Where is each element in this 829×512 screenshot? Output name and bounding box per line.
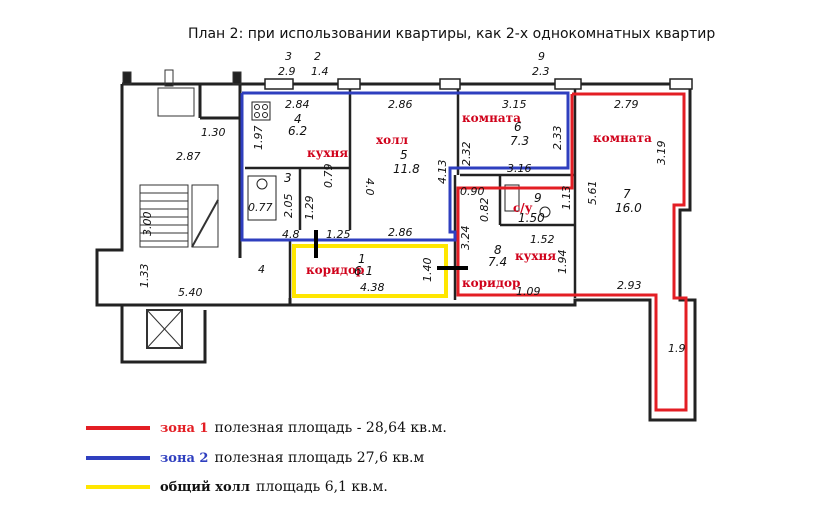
bath2-079: 0.79: [322, 164, 335, 189]
wall-right-main: [288, 84, 697, 422]
legend-zone1-name: зона 1: [160, 420, 209, 436]
left-133: 1.33: [138, 264, 151, 289]
dim-top-b-val: 1.4: [311, 65, 329, 78]
common-hall-outline: [292, 244, 448, 298]
hall2-bottom: 2.86: [388, 226, 413, 239]
label-kitchen2: кухня: [307, 146, 348, 160]
bath2-205: 2.05: [282, 194, 295, 219]
bath1-082: 0.82: [478, 198, 491, 223]
hall2-area: 11.8: [393, 162, 420, 176]
legend-common-name: общий холл: [160, 479, 250, 495]
bath1-113: 1.13: [560, 186, 573, 211]
hall2-232: 2.32: [460, 142, 473, 167]
legend-zone2-line: [86, 456, 150, 460]
room2-bottom: 3.16: [507, 162, 532, 175]
room1-side: 3.19: [655, 141, 668, 166]
legend-common: общий холл площадь 6,1 кв.м.: [86, 477, 388, 497]
balcony-19: 1.9: [668, 342, 686, 355]
staircase: [122, 69, 242, 349]
hall2-413: 4.13: [436, 160, 449, 185]
hall2-width: 2.86: [388, 98, 413, 111]
stair-300: 3.00: [141, 212, 154, 237]
legend-zone1-text: полезная площадь - 28,64 кв.м.: [214, 420, 447, 436]
bath2-48: 4.8: [282, 228, 300, 241]
bath1-090: 0.90: [460, 185, 485, 198]
label-room2: комната: [462, 111, 521, 125]
legend-common-line: [86, 485, 150, 489]
k2-number: 4: [294, 112, 302, 126]
legend-zone2-name: зона 2: [160, 450, 209, 466]
windows: [264, 78, 693, 90]
wall-stair-outer: [95, 84, 207, 364]
room2-area: 7.3: [510, 134, 529, 148]
dim-top-a-val: 2.9: [278, 65, 296, 78]
legend-zone2-text: полезная площадь 27,6 кв.м: [214, 450, 425, 466]
legend-zone2: зона 2 полезная площадь 27,6 кв.м: [86, 448, 424, 468]
dim-top-c-num: 9: [538, 50, 545, 63]
zone2-outline: [240, 91, 570, 242]
hall2-number: 5: [400, 148, 408, 162]
label-kitchen1: кухня: [515, 249, 556, 263]
room2-number: 6: [514, 120, 522, 134]
k2-side: 1.97: [252, 126, 265, 151]
label-hall2: холл: [376, 133, 409, 147]
room2-side: 2.33: [551, 126, 564, 151]
zone1-outline: [456, 92, 688, 412]
stair-flight-2: [191, 184, 219, 248]
dim-top-a-num: 3: [285, 50, 292, 63]
legend-common-text: площадь 6,1 кв.м.: [255, 479, 388, 495]
room1-number: 7: [623, 187, 631, 201]
room1-width: 2.79: [614, 98, 639, 111]
stair-130: 1.30: [201, 126, 226, 139]
legend-zone1-line: [86, 426, 150, 430]
k1-194: 1.94: [556, 250, 569, 275]
stair-287: 2.87: [176, 150, 201, 163]
k1-293: 2.93: [617, 279, 642, 292]
bath2-125: 1.25: [326, 228, 351, 241]
bath2-077: 0.77: [248, 201, 273, 214]
bath2-129: 1.29: [303, 196, 316, 221]
bath2-number: 3: [284, 171, 292, 185]
bath1-fan-icon: [539, 206, 551, 218]
left-4: 4: [258, 263, 265, 276]
k1-152: 1.52: [530, 233, 555, 246]
k2-width: 2.84: [285, 98, 310, 111]
k2-area: 6.2: [288, 124, 307, 138]
label-corridor-common: коридор: [306, 263, 364, 277]
fixtures: [247, 101, 551, 221]
elevator-shaft: [146, 309, 183, 349]
room1-area: 16.0: [615, 201, 642, 215]
k1-324: 3.24: [459, 226, 472, 251]
plan-title: План 2: при использовании квартиры, как …: [188, 26, 716, 42]
k1-109: 1.09: [516, 285, 541, 298]
bath1-150: 1.50: [518, 211, 545, 225]
k1-number: 8: [494, 243, 502, 257]
room2-width: 3.15: [502, 98, 527, 111]
left-540: 5.40: [178, 286, 203, 299]
dim-top-c-val: 2.3: [532, 65, 550, 78]
hallc-number: 1: [358, 252, 366, 266]
hallc-area: 6.1: [354, 264, 373, 278]
bath-fan-icon: [256, 178, 268, 190]
bath1-number: 9: [534, 191, 542, 205]
k1-area: 7.4: [488, 255, 507, 269]
hallc-side: 1.40: [421, 258, 434, 283]
label-corridor1: коридор: [462, 276, 520, 290]
label-bath1: с/у: [513, 201, 533, 215]
room1-561: 5.61: [586, 181, 599, 206]
legend-zone1: зона 1 полезная площадь - 28,64 кв.м.: [86, 418, 447, 438]
hallc-width: 4.38: [360, 281, 385, 294]
hall2-side: 4.0: [363, 178, 376, 196]
label-room1: комната: [593, 131, 652, 145]
stove-icon: [251, 101, 271, 121]
dim-top-b-num: 2: [314, 50, 321, 63]
